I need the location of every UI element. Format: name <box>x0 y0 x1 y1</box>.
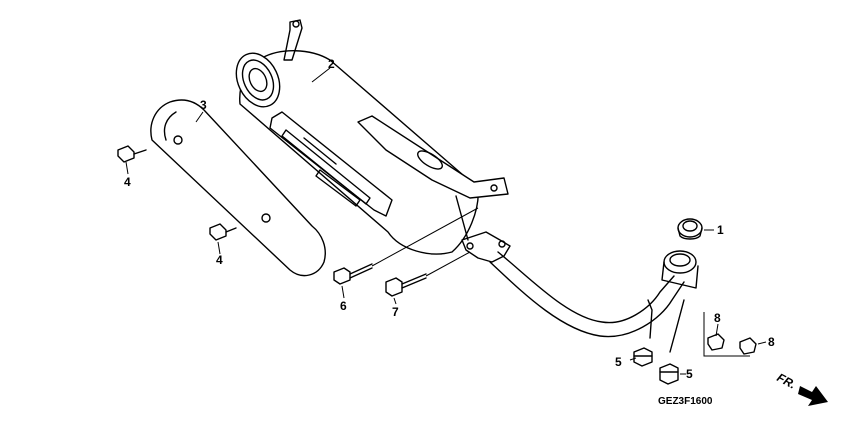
bolt-part-6 <box>333 263 373 285</box>
callout-4-lower: 4 <box>216 253 223 267</box>
heat-shield <box>150 99 326 277</box>
front-arrow-icon <box>798 386 828 406</box>
exhaust-gasket <box>677 218 703 240</box>
callout-5-right: 5 <box>686 367 693 381</box>
callout-4-upper: 4 <box>124 175 131 189</box>
callout-5-left: 5 <box>615 355 622 369</box>
bolt-part-4-lower <box>209 223 237 241</box>
callout-8-right: 8 <box>768 335 775 349</box>
callout-8-left: 8 <box>714 311 721 325</box>
front-direction-marker: FR. <box>775 370 828 406</box>
nut-part-5-right <box>659 363 679 385</box>
clip-part-8-left <box>707 333 725 351</box>
bolt-part-4-upper <box>117 145 147 163</box>
drawing-code: GEZ3F1600 <box>658 396 713 407</box>
callout-2: 2 <box>328 57 335 71</box>
front-label: FR. <box>775 370 799 391</box>
bolt-part-7 <box>385 273 427 297</box>
muffler-body <box>235 19 511 263</box>
callout-7: 7 <box>392 305 399 319</box>
callout-6: 6 <box>340 299 347 313</box>
callout-labels: 1 2 3 4 4 5 5 6 7 8 8 <box>124 57 775 381</box>
nut-part-5-left <box>633 347 653 367</box>
exhaust-pipe <box>489 250 699 353</box>
clip-part-8-right <box>739 337 757 355</box>
callout-1: 1 <box>717 223 724 237</box>
leader-lines <box>125 67 767 375</box>
clip-group-bracket <box>703 312 750 357</box>
callout-3: 3 <box>200 98 207 112</box>
